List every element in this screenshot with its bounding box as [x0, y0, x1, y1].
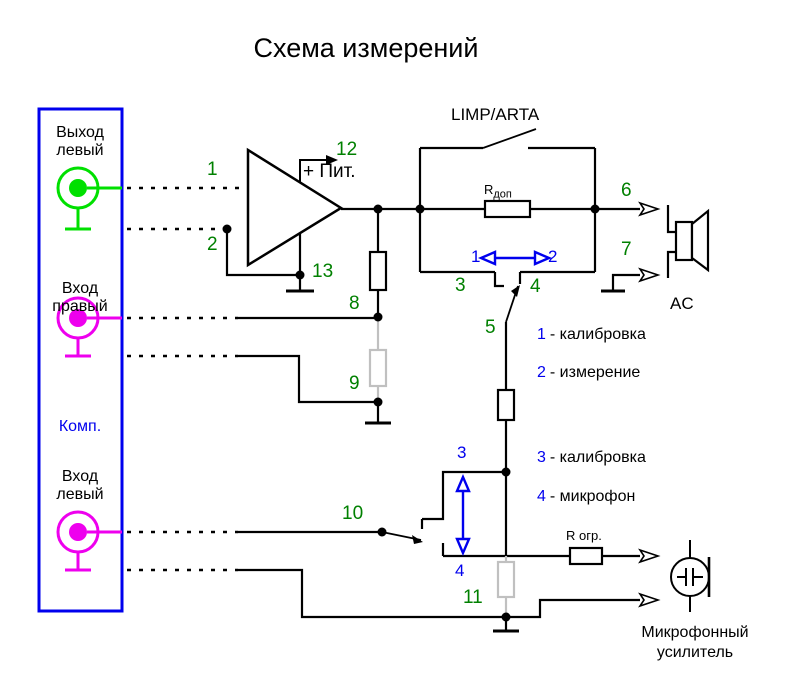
- terminal-7-arrow-icon: [638, 267, 661, 283]
- junction-dots: [222, 204, 600, 622]
- jack-input-right-icon: [56, 296, 122, 358]
- jack-input-left-icon: [56, 510, 122, 572]
- terminal-6-arrow-icon: [638, 201, 661, 217]
- jack-output-left-icon: [56, 166, 122, 231]
- node-1: 1: [207, 159, 218, 180]
- divider-gray-resistor: [368, 320, 388, 400]
- resistor-rdop-label: Rдоп: [484, 182, 512, 201]
- node-13: 13: [312, 261, 334, 282]
- jack-input-right-label: Вход правый: [52, 280, 108, 315]
- mic-signal-arrow-icon: [638, 548, 661, 564]
- resistor-5: [496, 388, 516, 422]
- node-7: 7: [621, 239, 632, 260]
- mic-position-arrow: [455, 473, 471, 557]
- analyzer-label: LIMP/ARTA: [451, 105, 540, 124]
- mic-selector-switch: [238, 530, 423, 544]
- speaker-label: AC: [670, 294, 694, 313]
- node-12: 12: [336, 139, 358, 160]
- resistor-9: [368, 348, 388, 388]
- mic-switch-pos-3: 3: [457, 443, 467, 462]
- mic-lever-arrowhead: [412, 535, 423, 544]
- analyzer-switch-lever: [482, 128, 537, 149]
- analyzer-pos-2: 2: [548, 247, 558, 266]
- shunt-gray-resistor: [496, 556, 516, 613]
- resistor-8: [368, 250, 388, 292]
- resistor-rdop: [483, 199, 532, 219]
- mic-switch-top-contact-wire: [422, 470, 506, 521]
- amplifier-triangle: [246, 147, 344, 268]
- dashed-cables: [127, 186, 243, 572]
- node-10: 10: [342, 503, 364, 524]
- mic-switch-pos-4: 4: [455, 561, 465, 580]
- jack-output-left-label: Выход левый: [56, 124, 104, 159]
- page-title: Схема измерений: [253, 33, 479, 63]
- ground-return-wires: [238, 568, 640, 633]
- node-6: 6: [621, 180, 632, 201]
- terminal-arrows: [638, 201, 661, 608]
- computer-label: Комп.: [58, 418, 102, 435]
- speaker-icon: [666, 205, 710, 278]
- legend-row-3: 3- калибровка: [537, 449, 646, 466]
- node-5: 5: [485, 317, 496, 338]
- legend-row-2: 2- измерение: [537, 364, 641, 381]
- resistor-11: [496, 560, 516, 599]
- terminal7-ground: [601, 273, 640, 293]
- analyzer-pos-1: 1: [471, 247, 481, 266]
- legend-row-1: 1- калибровка: [537, 326, 646, 343]
- computer-panel-box: [37, 107, 124, 613]
- divider-branch: [238, 209, 391, 425]
- mic-amp-label: Микрофонный усилитель: [641, 624, 749, 661]
- contact-3-stub: [493, 272, 504, 288]
- node-9: 9: [349, 373, 360, 394]
- main-output-wire: [341, 199, 640, 219]
- node-8: 8: [349, 293, 360, 314]
- microphone-icon: [670, 540, 711, 612]
- mic-ground-arrow-icon: [638, 592, 661, 608]
- series-branch: [420, 322, 640, 566]
- resistor-rogr-label: R огр.: [566, 528, 602, 543]
- node-2: 2: [207, 234, 218, 255]
- analyzer-box: [418, 128, 597, 323]
- jack-input-left-label: Вход левый: [56, 468, 104, 503]
- power-label: + Пит.: [303, 161, 356, 182]
- legend-row-4: 4- микрофон: [537, 488, 636, 505]
- resistor-r-ogr: [568, 546, 604, 566]
- series-lever-arrowhead: [511, 285, 520, 297]
- analyzer-position-arrow: [477, 250, 553, 266]
- node-4: 4: [530, 276, 541, 297]
- node-3: 3: [455, 275, 466, 296]
- amplifier-power-pin: [299, 155, 338, 182]
- node-11: 11: [463, 587, 483, 608]
